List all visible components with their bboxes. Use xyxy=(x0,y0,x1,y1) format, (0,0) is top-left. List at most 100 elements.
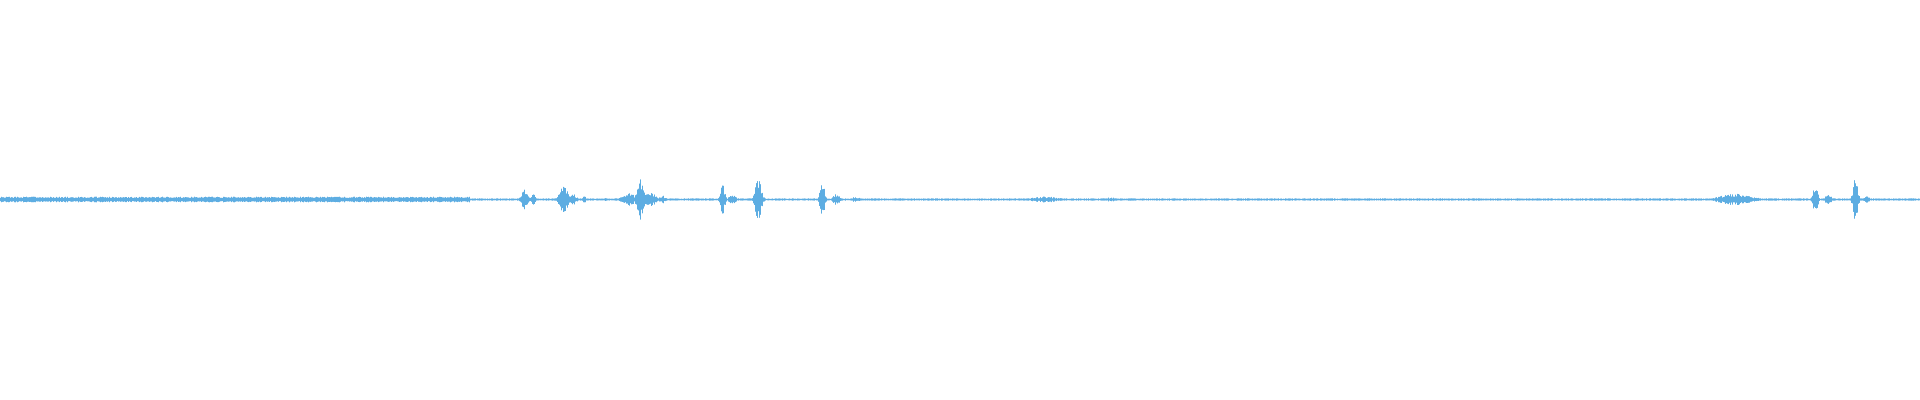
waveform-sample xyxy=(1880,198,1881,201)
waveform-sample xyxy=(823,189,824,211)
waveform-sample xyxy=(1399,198,1400,201)
waveform-sample xyxy=(208,196,209,203)
waveform-sample xyxy=(1207,198,1208,201)
waveform-sample xyxy=(1328,198,1329,201)
waveform-sample xyxy=(508,198,509,201)
waveform-sample xyxy=(874,198,875,201)
waveform-sample xyxy=(1143,198,1144,201)
waveform-sample xyxy=(636,194,637,205)
waveform-sample xyxy=(1451,198,1452,201)
waveform-sample xyxy=(1799,198,1800,201)
waveform-sample xyxy=(172,197,173,202)
waveform-sample xyxy=(1307,198,1308,201)
waveform-sample xyxy=(41,197,42,202)
waveform-sample xyxy=(549,198,550,201)
waveform-sample xyxy=(1197,198,1198,201)
waveform-sample xyxy=(1673,198,1674,201)
waveform-sample xyxy=(942,198,943,201)
waveform-sample xyxy=(1009,198,1010,201)
waveform-sample xyxy=(1650,198,1651,201)
waveform-sample xyxy=(645,195,646,204)
waveform-sample xyxy=(1669,198,1670,201)
waveform-sample xyxy=(1788,198,1789,201)
waveform-sample xyxy=(1150,198,1151,201)
waveform-sample xyxy=(1832,198,1833,201)
waveform-sample xyxy=(1537,198,1538,201)
waveform-sample xyxy=(86,197,87,202)
waveform-sample xyxy=(251,197,252,202)
waveform-sample xyxy=(598,198,599,201)
waveform-sample xyxy=(220,197,221,202)
waveform-sample xyxy=(660,197,661,202)
waveform-sample xyxy=(908,198,909,201)
waveform-sample xyxy=(1389,198,1390,201)
waveform-sample xyxy=(1137,198,1138,201)
waveform-sample xyxy=(1092,198,1093,201)
waveform-sample xyxy=(39,197,40,202)
waveform-sample xyxy=(1907,198,1908,201)
waveform-sample xyxy=(1786,198,1787,201)
waveform-sample xyxy=(895,198,896,201)
waveform-sample xyxy=(789,198,790,201)
waveform-sample xyxy=(96,196,97,203)
waveform-sample xyxy=(459,197,460,202)
waveform-sample xyxy=(386,197,387,202)
waveform-sample xyxy=(824,188,825,210)
waveform-sample xyxy=(542,198,543,201)
waveform-sample xyxy=(1478,198,1479,201)
waveform-sample xyxy=(53,197,54,202)
waveform-sample xyxy=(492,198,493,201)
waveform-sample xyxy=(622,197,623,202)
waveform-sample xyxy=(265,196,266,203)
waveform-sample xyxy=(1209,198,1210,201)
waveform-sample xyxy=(32,196,33,203)
waveform-sample xyxy=(1882,198,1883,201)
waveform-sample xyxy=(1852,195,1853,204)
waveform-sample xyxy=(1440,198,1441,201)
waveform-sample xyxy=(1881,198,1882,201)
waveform-sample xyxy=(465,197,466,202)
waveform-sample xyxy=(276,197,277,202)
waveform-sample xyxy=(1679,198,1680,201)
waveform-sample xyxy=(1560,198,1561,201)
waveform-sample xyxy=(1835,198,1836,201)
waveform-sample xyxy=(597,198,598,201)
waveform-sample xyxy=(781,198,782,201)
waveform-sample xyxy=(1509,198,1510,201)
waveform-sample xyxy=(1031,198,1032,201)
waveform-sample xyxy=(500,198,501,201)
waveform-sample xyxy=(528,196,529,203)
waveform-sample xyxy=(117,197,118,202)
waveform-sample xyxy=(295,197,296,202)
waveform-sample xyxy=(1348,198,1349,201)
waveform-sample xyxy=(1254,198,1255,201)
waveform-sample xyxy=(1868,197,1869,202)
waveform-sample xyxy=(974,198,975,201)
waveform-sample xyxy=(599,198,600,201)
waveform-sample xyxy=(87,197,88,202)
waveform-sample xyxy=(1579,198,1580,201)
waveform-sample xyxy=(870,198,871,201)
waveform-sample xyxy=(280,197,281,202)
waveform-sample xyxy=(1627,198,1628,201)
waveform-sample xyxy=(573,195,574,204)
waveform-sample xyxy=(36,197,37,202)
waveform-sample xyxy=(1463,198,1464,201)
waveform-sample xyxy=(802,198,803,201)
waveform-sample xyxy=(414,197,415,202)
waveform-sample xyxy=(1313,198,1314,201)
waveform-sample xyxy=(1370,198,1371,201)
waveform-sample xyxy=(307,197,308,202)
waveform-sample xyxy=(1027,198,1028,201)
waveform-sample xyxy=(1745,196,1746,203)
waveform-sample xyxy=(705,198,706,201)
waveform-sample xyxy=(1384,198,1385,201)
waveform-sample xyxy=(64,197,65,202)
waveform-sample xyxy=(147,197,148,202)
waveform-sample xyxy=(1436,198,1437,201)
waveform-sample xyxy=(609,198,610,201)
waveform-sample xyxy=(1644,198,1645,201)
waveform-sample xyxy=(486,198,487,201)
waveform-sample xyxy=(1794,198,1795,201)
waveform-sample xyxy=(1647,198,1648,201)
